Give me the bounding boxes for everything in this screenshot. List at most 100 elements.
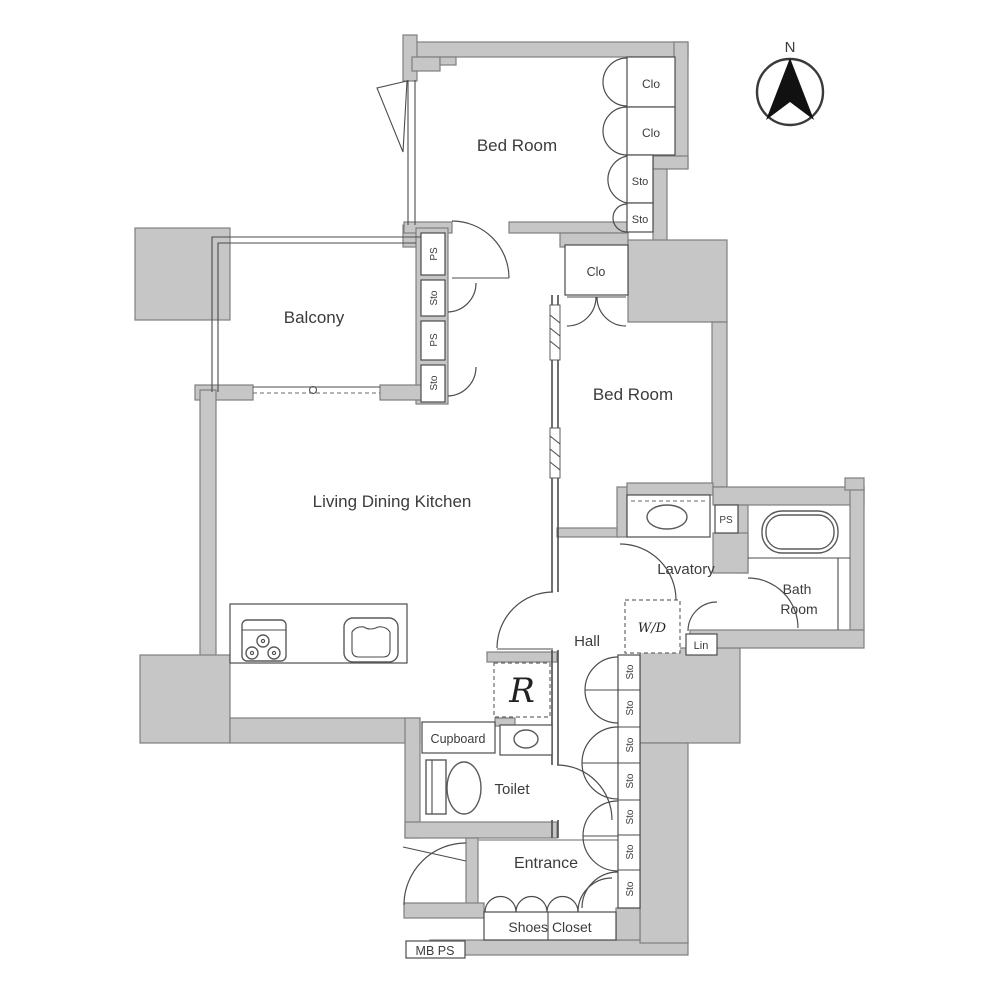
label-bath-room-line2: Room xyxy=(780,601,817,617)
meter-box xyxy=(405,940,466,959)
wall-segment xyxy=(627,239,728,323)
partition-wall xyxy=(551,295,559,838)
entrance-door-leaf xyxy=(402,846,467,862)
burner xyxy=(267,646,281,660)
hall-storage-doors xyxy=(581,656,619,909)
north-arrow-icon xyxy=(766,58,814,120)
label-sto-hall-1: Sto xyxy=(625,664,636,679)
linen-box xyxy=(685,633,718,656)
storage-box xyxy=(626,202,654,233)
label-shoes-closet: Shoes Closet xyxy=(508,919,591,935)
wall-segment xyxy=(616,486,628,538)
mid-closet-double-doors xyxy=(566,296,627,327)
label-bedroom-mid: Bed Room xyxy=(593,385,673,404)
label-meter-box-pipe-space: MB PS xyxy=(416,944,455,958)
burner xyxy=(256,634,270,648)
shoes-closet-box xyxy=(483,911,617,941)
window-handle xyxy=(308,385,318,395)
pipe-space-box xyxy=(420,232,446,276)
wall-segment xyxy=(403,902,485,919)
compass-north-label: N xyxy=(785,39,796,56)
label-sto-hall-6: Sto xyxy=(625,844,636,859)
pipe-space-box xyxy=(420,320,446,361)
hall-storage-door-ticks xyxy=(582,689,618,837)
wall-segment xyxy=(711,321,728,488)
label-clo-mid: Clo xyxy=(587,265,606,279)
wall-segment xyxy=(199,389,217,661)
hall-storage-strip xyxy=(617,654,641,909)
fixtures xyxy=(241,510,839,815)
vanity-sink xyxy=(646,504,688,530)
window-lines xyxy=(407,80,416,225)
label-hall: Hall xyxy=(574,633,600,650)
label-entrance: Entrance xyxy=(514,855,578,872)
kitchen-sink xyxy=(343,617,399,663)
room-labels: Bed Room Bed Room Balcony Living Dining … xyxy=(284,136,818,872)
wall-segment xyxy=(639,742,689,944)
ldk-door-arc xyxy=(496,591,554,649)
sliding-door-hatch xyxy=(549,304,561,479)
closet-box xyxy=(626,106,676,156)
label-toilet: Toilet xyxy=(494,781,530,798)
closet-bifold-arcs xyxy=(602,57,628,233)
label-refrigerator: R xyxy=(508,671,535,711)
wall-segment xyxy=(849,486,865,631)
label-washer-dryer: W/D xyxy=(638,621,667,636)
label-linen: Lin xyxy=(694,640,709,652)
label-ps-lavatory: PS xyxy=(719,515,733,526)
wall-segment xyxy=(404,821,558,839)
wall-segment xyxy=(639,647,741,744)
closet-box xyxy=(626,56,676,108)
storage-door-arc xyxy=(447,282,477,313)
label-ps-col-2: PS xyxy=(429,333,440,347)
label-clo-top-1: Clo xyxy=(642,77,660,91)
wall-segment xyxy=(439,56,457,66)
label-sto-col-2: Sto xyxy=(429,375,440,390)
bath-door-arc xyxy=(747,577,799,629)
compass: N xyxy=(755,39,825,127)
toilet-bowl xyxy=(446,761,482,815)
label-sto-hall-4: Sto xyxy=(625,773,636,788)
toilet-tank xyxy=(425,759,447,815)
balcony-railing xyxy=(211,236,430,392)
refrigerator-space xyxy=(493,662,551,718)
storage-box xyxy=(420,279,446,317)
bathtub-inner xyxy=(765,514,835,550)
hand-basin xyxy=(513,729,539,749)
walls xyxy=(134,34,865,956)
label-bedroom-top: Bed Room xyxy=(477,136,557,155)
hall-storage-dividers xyxy=(618,689,640,871)
wall-segment xyxy=(652,168,668,243)
bath-floor-lines xyxy=(748,557,850,630)
label-bath-room-line1: Bath xyxy=(783,581,812,597)
kitchen-sink-basin xyxy=(351,626,391,658)
washer-dryer-space xyxy=(624,599,681,654)
storage-box xyxy=(420,364,446,403)
casement-window-pane xyxy=(376,80,408,153)
door-arcs xyxy=(402,57,799,913)
label-sto-hall-5: Sto xyxy=(625,809,636,824)
label-clo-top-2: Clo xyxy=(642,126,660,140)
linen-door-arc xyxy=(687,601,718,632)
toilet-door-arc xyxy=(556,764,613,821)
wall-segment xyxy=(139,654,231,744)
wall-segment xyxy=(626,482,714,496)
wall-segment xyxy=(508,221,629,234)
label-balcony: Balcony xyxy=(284,308,345,327)
wall-segment xyxy=(404,717,421,839)
label-cupboard: Cupboard xyxy=(431,732,486,746)
wall-segment xyxy=(712,532,749,574)
closet-box xyxy=(564,244,629,296)
label-living-dining-kitchen: Living Dining Kitchen xyxy=(313,492,472,511)
cupboard-box xyxy=(421,721,496,754)
exterior-pillar-block xyxy=(134,227,231,321)
label-sto-hall-2: Sto xyxy=(625,700,636,715)
storage-labels: Clo Clo Sto Sto Clo PS Sto PS Sto PS W/D… xyxy=(416,77,733,958)
wall-segment xyxy=(486,651,558,663)
shoes-closet-doors xyxy=(484,877,613,913)
wall-segment xyxy=(844,477,865,491)
wall-segment xyxy=(652,155,689,170)
storage-door-arc xyxy=(447,366,477,397)
